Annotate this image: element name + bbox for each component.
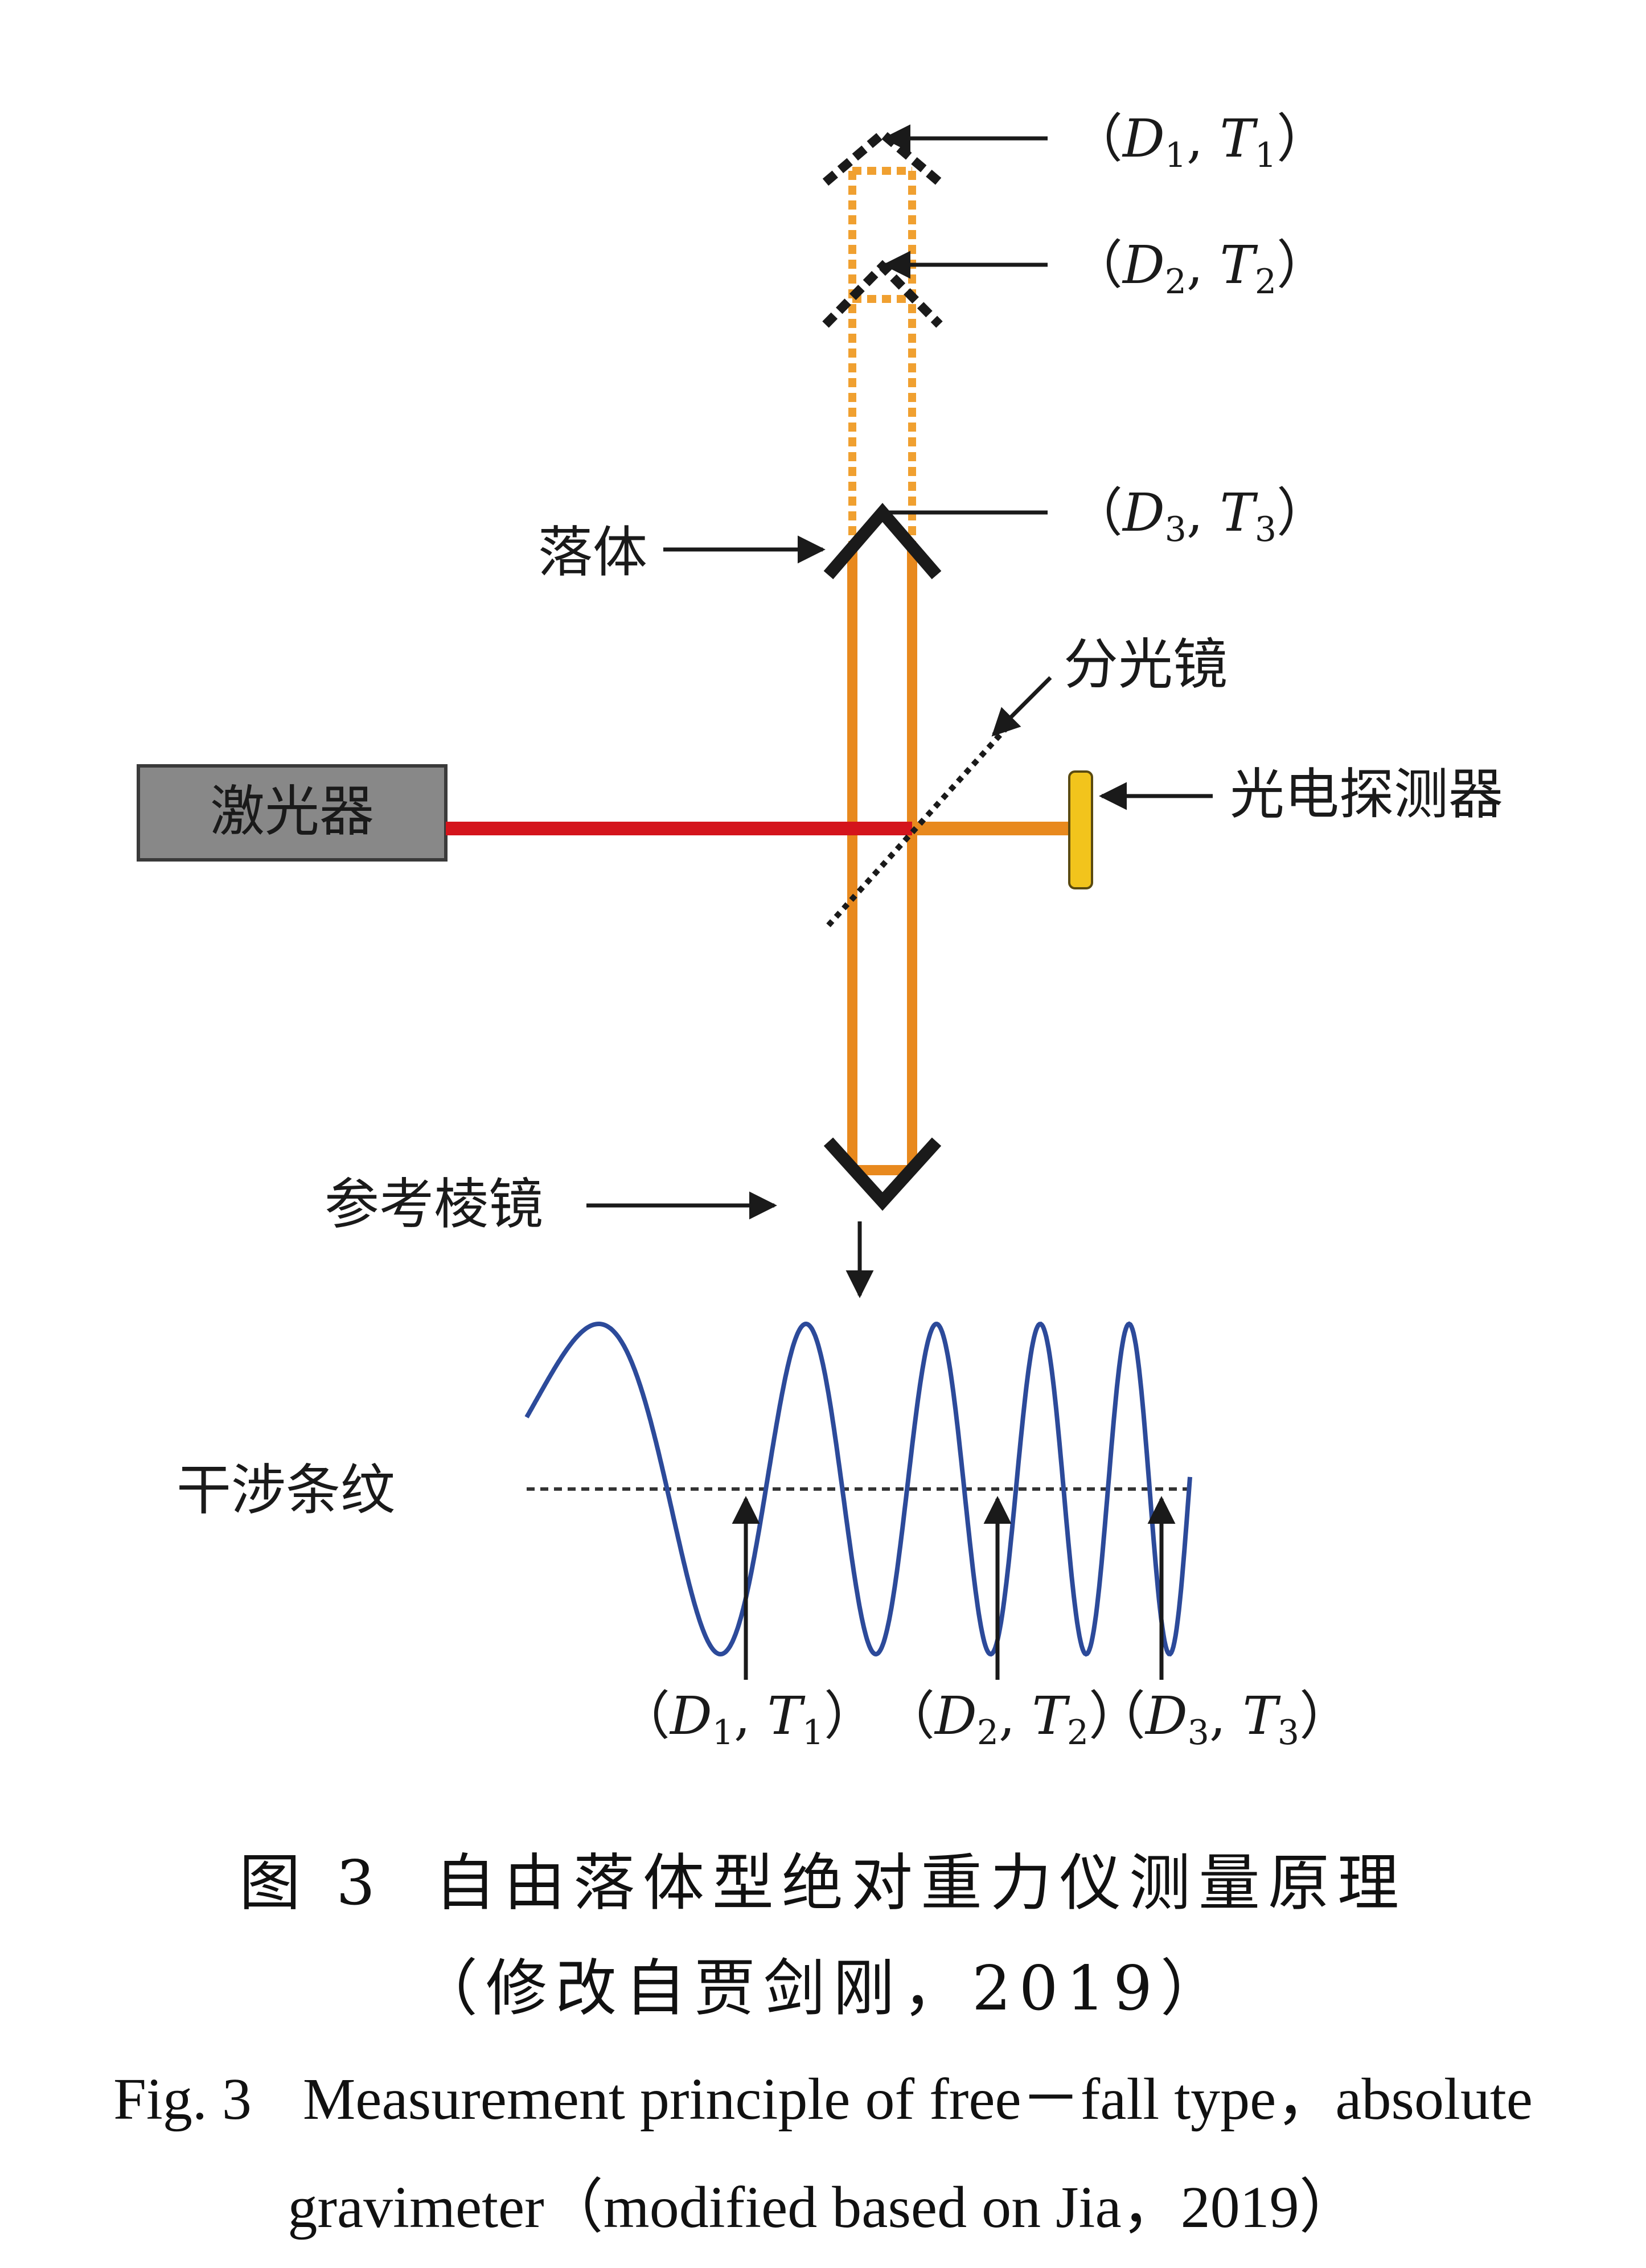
beam-splitter-label: 分光镜 xyxy=(1064,633,1228,696)
falling-body-label: 落体 xyxy=(538,520,647,584)
label-bottom-3: （D3, T3） xyxy=(1093,1685,1352,1753)
beam-splitter-arrow xyxy=(991,676,1052,737)
laser-box xyxy=(137,764,448,862)
label-bottom-1: （D1, T1） xyxy=(618,1685,876,1753)
caption-en-number: Fig. 3 xyxy=(113,2066,252,2132)
caption-cn-text: 自由落体型绝对重力仪测量原理 xyxy=(434,1848,1407,1919)
reference-prism xyxy=(823,1137,942,1211)
caption-cn-source: （修改自贾剑刚，2019） xyxy=(416,1953,1230,2024)
photodetector xyxy=(1068,770,1093,889)
svg-text:（D1, T1）: （D1, T1） xyxy=(1070,108,1329,175)
caption-en-line2: gravimeter（modified based on Jia，2019） xyxy=(288,2175,1358,2240)
beam-column xyxy=(847,547,917,1175)
label-top-2: （D2, T2） xyxy=(882,235,1329,302)
prism-position-2 xyxy=(822,260,943,328)
label-bottom-2: （D2, T2） xyxy=(882,1685,1141,1753)
label-top-1: （D1, T1） xyxy=(882,108,1329,175)
caption-cn-number: 图 3 xyxy=(239,1848,384,1919)
caption-en-line1: Fig. 3 Measurement principle of free－fall… xyxy=(0,2050,1646,2136)
fringe-wave xyxy=(524,1321,1192,1657)
crossing-arrows xyxy=(732,1496,1176,1680)
label-top-3: （D3, T3） xyxy=(888,482,1329,549)
svg-text:（D2, T2）: （D2, T2） xyxy=(1070,235,1329,302)
svg-text:（D3, T3）: （D3, T3） xyxy=(1070,482,1329,549)
prism-position-1 xyxy=(822,128,943,186)
falling-body-prism xyxy=(823,503,942,580)
dotted-beam-upper xyxy=(848,167,916,547)
laser-label: 激光器 xyxy=(210,780,374,843)
reference-prism-label: 参考棱镜 xyxy=(325,1172,543,1236)
caption-en-text: Measurement principle of free－fall type，… xyxy=(302,2066,1533,2132)
fringes-label: 干涉条纹 xyxy=(176,1458,395,1522)
photodetector-label: 光电探测器 xyxy=(1230,762,1503,826)
caption-cn-title: 图 3 自由落体型绝对重力仪测量原理 xyxy=(0,1834,1646,1922)
